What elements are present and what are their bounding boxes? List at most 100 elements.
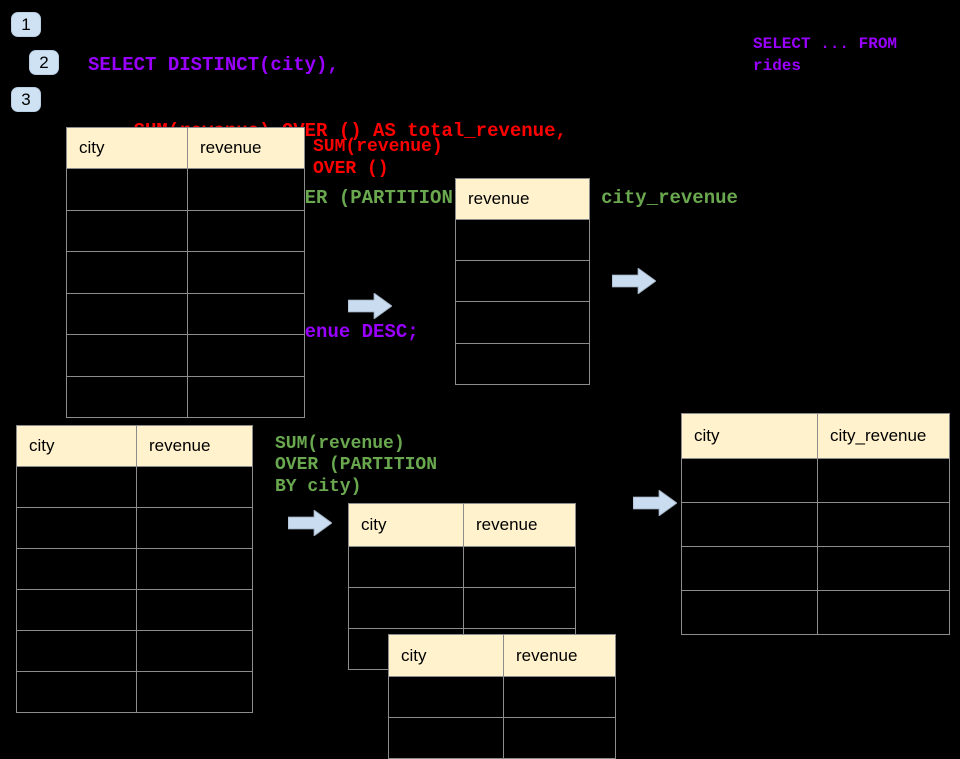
table-city-revenue-result: city city_revenue [681,413,950,635]
table-cell [187,376,304,417]
table-cell [817,503,949,546]
table-cell [456,220,589,261]
table-cell [136,508,252,548]
table-cell [817,591,949,634]
table-header-row: city revenue [349,504,575,546]
table-cell [67,252,187,293]
table-row [456,342,589,384]
table-cell [17,590,136,630]
table-cell [456,261,589,302]
table-header-row: city revenue [17,426,252,466]
table-cell [136,549,252,589]
table-cell [136,672,252,712]
table-cell [682,459,817,502]
step-badge-1: 1 [11,12,41,37]
table-cell [682,547,817,590]
table-row [389,676,615,717]
sql-line-select: SELECT DISTINCT(city), [88,53,339,76]
table-cell [136,631,252,671]
table-row [682,458,949,502]
table-row [17,466,252,507]
table-cell [456,343,589,384]
column-header-city: city [29,436,55,455]
table-cell [17,631,136,671]
table-cell [136,467,252,507]
table-cell [67,376,187,417]
table-cell [17,467,136,507]
table-cell [463,588,575,628]
table-row [67,334,304,376]
column-header-revenue: revenue [503,635,615,676]
arrow-right-icon [348,293,392,319]
table-row [67,251,304,293]
column-header-city-revenue: city_revenue [817,414,949,458]
table-row [682,590,949,634]
table-header-row: city city_revenue [682,414,949,458]
step-badge-label: 2 [39,52,49,72]
table-row [17,671,252,712]
table-row [456,260,589,302]
column-header-city: city [694,426,720,445]
table-cell [682,591,817,634]
column-header-revenue: revenue [187,128,304,168]
table-rides-top: city revenue [66,127,305,418]
step-badge-label: 3 [21,89,31,109]
arrow-right-icon [288,510,332,536]
table-row [349,587,575,628]
table-header-row: revenue [456,179,589,219]
arrow-right-icon [633,490,677,516]
table-row [67,209,304,251]
select-from-note: SELECT ... FROM rides [753,35,898,75]
table-row [67,375,304,417]
table-row [67,292,304,334]
table-cell [682,503,817,546]
table-cell [817,547,949,590]
column-header-city: city [79,138,105,157]
table-cell [136,590,252,630]
table-cell [456,302,589,343]
table-row [456,219,589,261]
column-header-city: city [401,645,427,665]
table-row [17,630,252,671]
table-cell [503,718,615,758]
table-cell [503,677,615,717]
table-row [682,502,949,546]
table-cell [67,335,187,376]
table-cell [67,169,187,210]
table-cell [187,335,304,376]
step-badge-2: 2 [29,50,59,75]
table-cell [817,459,949,502]
table-cell [389,677,503,717]
table-row [17,589,252,630]
column-header-revenue: revenue [136,426,252,466]
total-window-label: SUM(revenue) OVER () [313,137,443,179]
table-row [682,546,949,590]
table-header-row: city revenue [389,635,615,676]
table-row [17,507,252,548]
step-badge-3: 3 [11,87,41,112]
partition-window-label: SUM(revenue) OVER (PARTITION BY city) [275,434,438,497]
table-row [456,301,589,343]
table-rides-bottom: city revenue [16,425,253,713]
table-cell [17,672,136,712]
column-header-revenue: revenue [463,504,575,546]
column-header-city: city [361,515,387,534]
table-cell [187,252,304,293]
arrow-right-icon [612,268,656,294]
table-cell [67,210,187,251]
table-partition-step2: city revenue [388,634,616,759]
table-row [17,548,252,589]
slide-canvas: { "colors": { "background": "#000000", "… [11,12,950,759]
table-cell [389,718,503,758]
step-badge-label: 1 [21,14,31,34]
table-header-row: city revenue [67,128,304,168]
table-cell [67,293,187,334]
table-cell [17,549,136,589]
table-cell [349,547,463,587]
table-cell [187,210,304,251]
column-header-revenue: revenue [468,189,530,208]
table-cell [187,293,304,334]
table-row [389,717,615,758]
table-row [349,546,575,587]
table-row [67,168,304,210]
